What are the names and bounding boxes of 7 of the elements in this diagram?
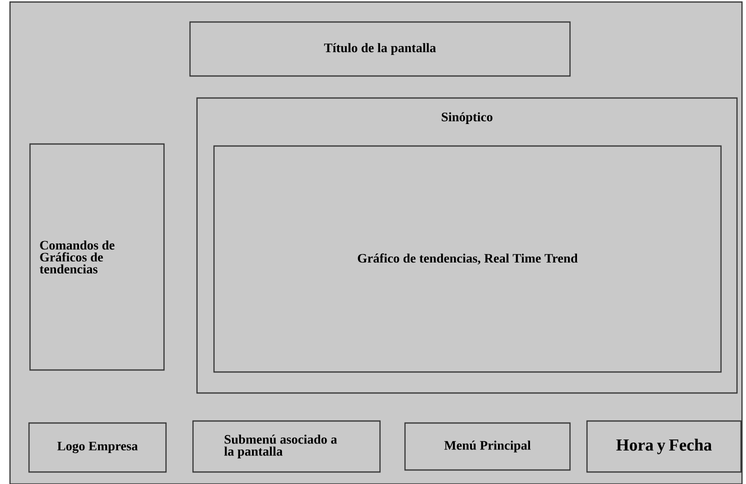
layout-box: Comandos de Gráficos de tendencias <box>29 143 165 371</box>
layout-box: Logo Empresa <box>28 422 167 473</box>
layout-box: Submenú asociado a la pantalla <box>192 420 381 473</box>
layout-box: Título de la pantalla <box>189 21 571 77</box>
layout-box: Hora y Fecha <box>586 420 742 473</box>
layout-box: Gráfico de tendencias, Real Time Trend <box>213 145 722 373</box>
layout-box: Menú Principal <box>404 422 571 471</box>
